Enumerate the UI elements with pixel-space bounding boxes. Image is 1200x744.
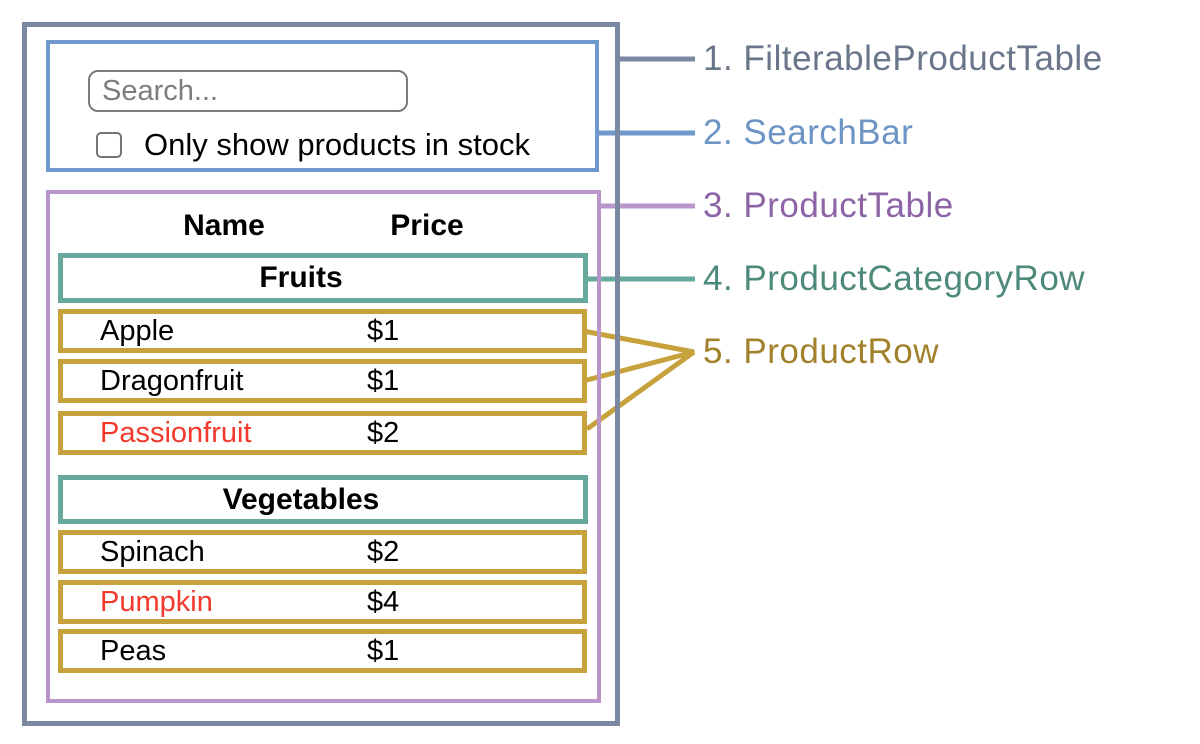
product-name: Dragonfruit <box>100 365 244 397</box>
product-price: $1 <box>367 635 400 667</box>
product-row: Apple $1 <box>58 309 587 353</box>
product-name: Spinach <box>100 536 205 568</box>
product-row: Dragonfruit $1 <box>58 359 587 403</box>
search-bar-box: Only show products in stock <box>46 40 599 172</box>
product-price: $2 <box>367 417 400 449</box>
column-header-price: Price <box>390 209 464 242</box>
filterable-product-table-box <box>22 22 620 726</box>
product-name: Peas <box>100 635 167 667</box>
product-row: Passionfruit $2 <box>58 411 587 455</box>
connector-product-row <box>582 328 696 432</box>
stock-filter-row: Only show products in stock <box>96 126 530 164</box>
search-input[interactable] <box>88 70 408 112</box>
product-category-row-fruits: Fruits <box>58 253 588 303</box>
product-price: $2 <box>367 536 400 568</box>
product-name: Pumpkin <box>100 586 213 618</box>
product-row: Peas $1 <box>58 629 587 673</box>
annotation-product-row: 5. ProductRow <box>703 332 940 371</box>
product-row: Pumpkin $4 <box>58 580 587 624</box>
product-price: $4 <box>367 586 400 618</box>
product-category-row-vegetables: Vegetables <box>58 475 588 524</box>
annotation-product-category-row: 4. ProductCategoryRow <box>703 259 1086 298</box>
annotation-filterable-product-table: 1. FilterableProductTable <box>703 39 1103 78</box>
annotation-product-table: 3. ProductTable <box>703 186 954 225</box>
product-name: Passionfruit <box>100 417 252 449</box>
column-header-name: Name <box>183 209 265 242</box>
product-row: Spinach $2 <box>58 530 587 574</box>
product-price: $1 <box>367 315 400 347</box>
product-name: Apple <box>100 315 175 347</box>
product-price: $1 <box>367 365 400 397</box>
product-table-box: Name Price Fruits Apple $1 Dragonfruit $… <box>46 190 601 703</box>
in-stock-checkbox[interactable] <box>96 132 122 158</box>
annotation-search-bar: 2. SearchBar <box>703 113 914 152</box>
in-stock-checkbox-label: Only show products in stock <box>144 127 530 162</box>
